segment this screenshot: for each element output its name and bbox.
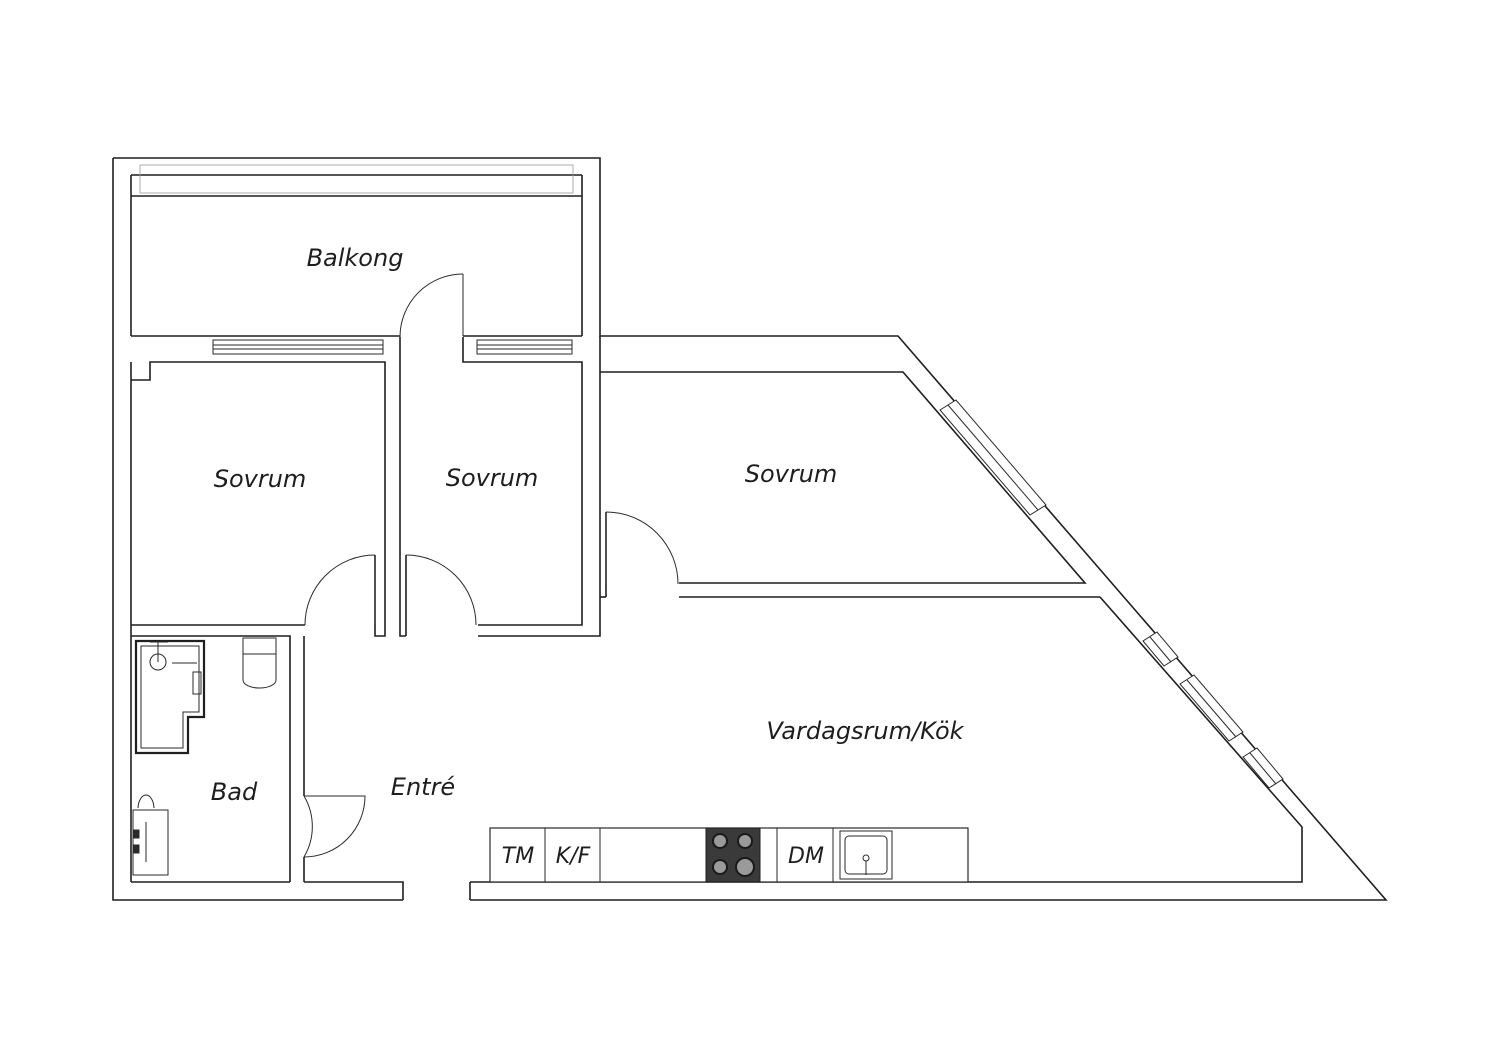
living-kitchen-label: Vardagsrum/Kök bbox=[766, 717, 964, 745]
sink-icon bbox=[132, 794, 169, 876]
entrance-label: Entré bbox=[391, 773, 455, 801]
kf-label: K/F bbox=[556, 844, 591, 869]
bedroom-2-label: Sovrum bbox=[446, 464, 539, 492]
bath-label: Bad bbox=[211, 778, 258, 806]
window-balcony-left bbox=[212, 339, 384, 355]
toilet-icon bbox=[242, 637, 277, 689]
bedroom-2-walls bbox=[399, 336, 601, 637]
stove-icon bbox=[705, 827, 761, 883]
bedroom-1-label: Sovrum bbox=[214, 465, 307, 493]
window-bedroom-3 bbox=[939, 399, 1047, 516]
bathtub bbox=[134, 639, 206, 755]
bedroom-3-door bbox=[605, 511, 679, 585]
balcony-label: Balkong bbox=[307, 244, 404, 272]
bath-door bbox=[303, 795, 366, 858]
dm-label: DM bbox=[788, 844, 824, 869]
window-living-3 bbox=[1242, 747, 1284, 789]
tm-label: TM bbox=[502, 844, 534, 869]
kitchen-sink-icon bbox=[839, 830, 893, 880]
window-balcony-right bbox=[476, 339, 573, 355]
bedroom-2-door bbox=[405, 554, 477, 626]
bedroom-1-door bbox=[304, 554, 376, 626]
window-living-1 bbox=[1142, 631, 1179, 667]
balcony-railing bbox=[131, 164, 582, 337]
bedroom-1-walls bbox=[131, 361, 386, 882]
balcony-door bbox=[399, 273, 464, 338]
bedroom-3-label: Sovrum bbox=[745, 460, 838, 488]
window-living-2 bbox=[1179, 674, 1244, 742]
